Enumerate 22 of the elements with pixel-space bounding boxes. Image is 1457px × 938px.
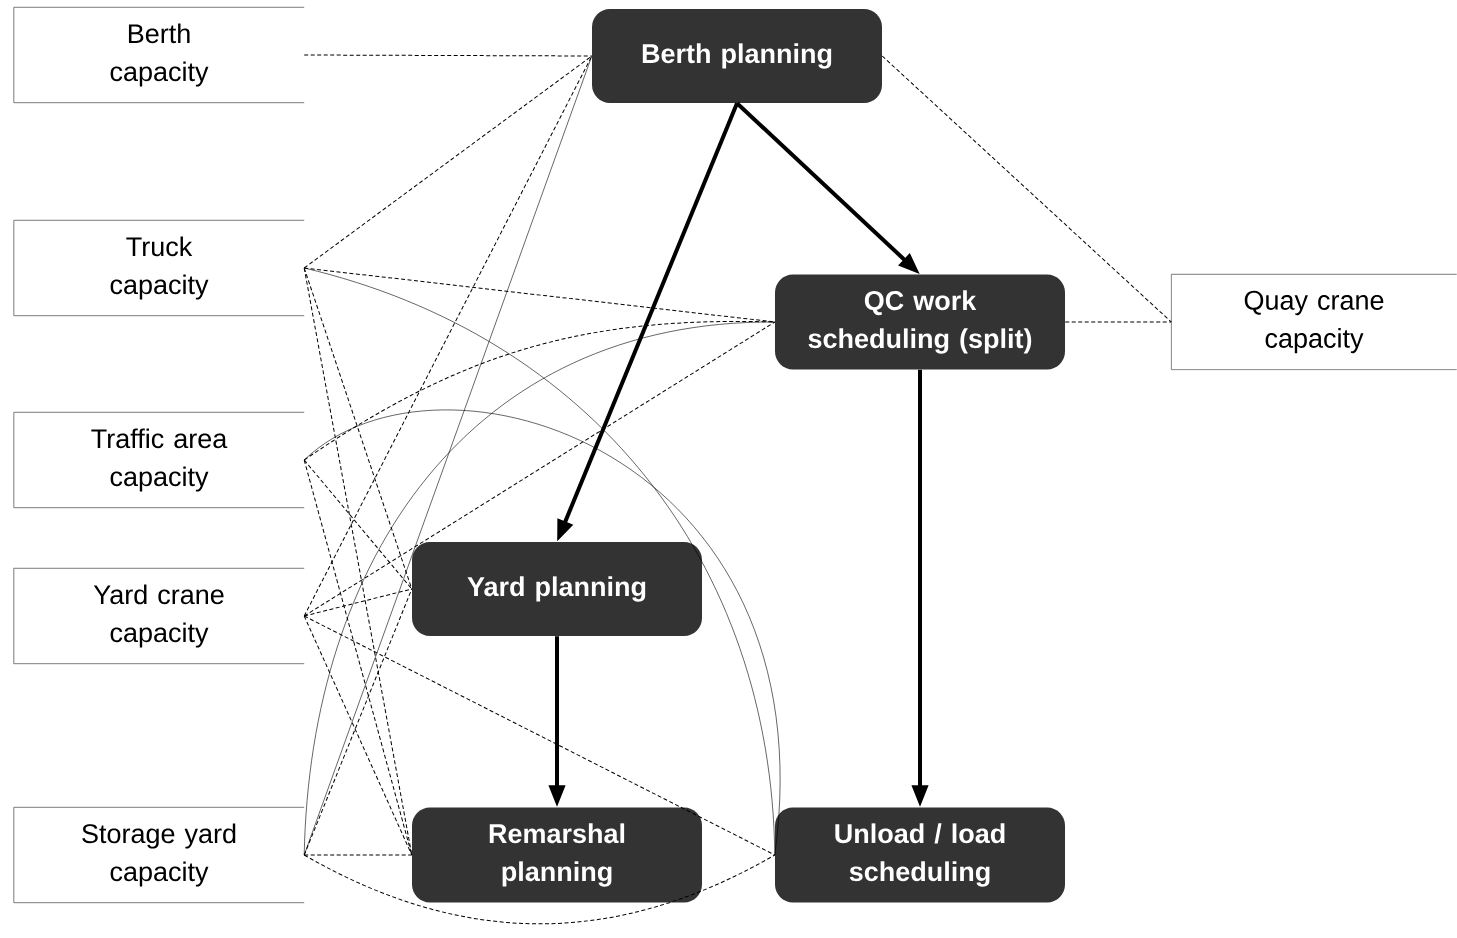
capacity-box: Berth capacity bbox=[13, 6, 305, 104]
planning-box: QC work scheduling (split) bbox=[775, 274, 1065, 370]
connector-line bbox=[303, 588, 413, 617]
capacity-box: Yard crane capacity bbox=[13, 567, 305, 665]
connector-line bbox=[303, 854, 776, 925]
connector-line bbox=[303, 409, 781, 856]
connector-line bbox=[1064, 321, 1172, 323]
planning-box: Berth planning bbox=[592, 9, 882, 103]
capacity-box: Storage yard capacity bbox=[13, 806, 305, 904]
connector-line bbox=[303, 854, 413, 856]
capacity-box: Truck capacity bbox=[13, 219, 305, 317]
connector-line bbox=[303, 321, 776, 617]
planning-box: Remarshal planning bbox=[412, 807, 702, 903]
connector-line bbox=[303, 54, 593, 57]
planning-box: Unload / load scheduling bbox=[775, 807, 1065, 903]
capacity-box: Traffic area capacity bbox=[13, 411, 305, 509]
planning-box: Yard planning bbox=[412, 542, 702, 636]
connector-line bbox=[303, 459, 413, 590]
capacity-box: Quay crane capacity bbox=[1170, 273, 1457, 371]
connector-line bbox=[881, 55, 1172, 323]
connector-line bbox=[303, 267, 413, 590]
connector-line bbox=[303, 615, 776, 856]
